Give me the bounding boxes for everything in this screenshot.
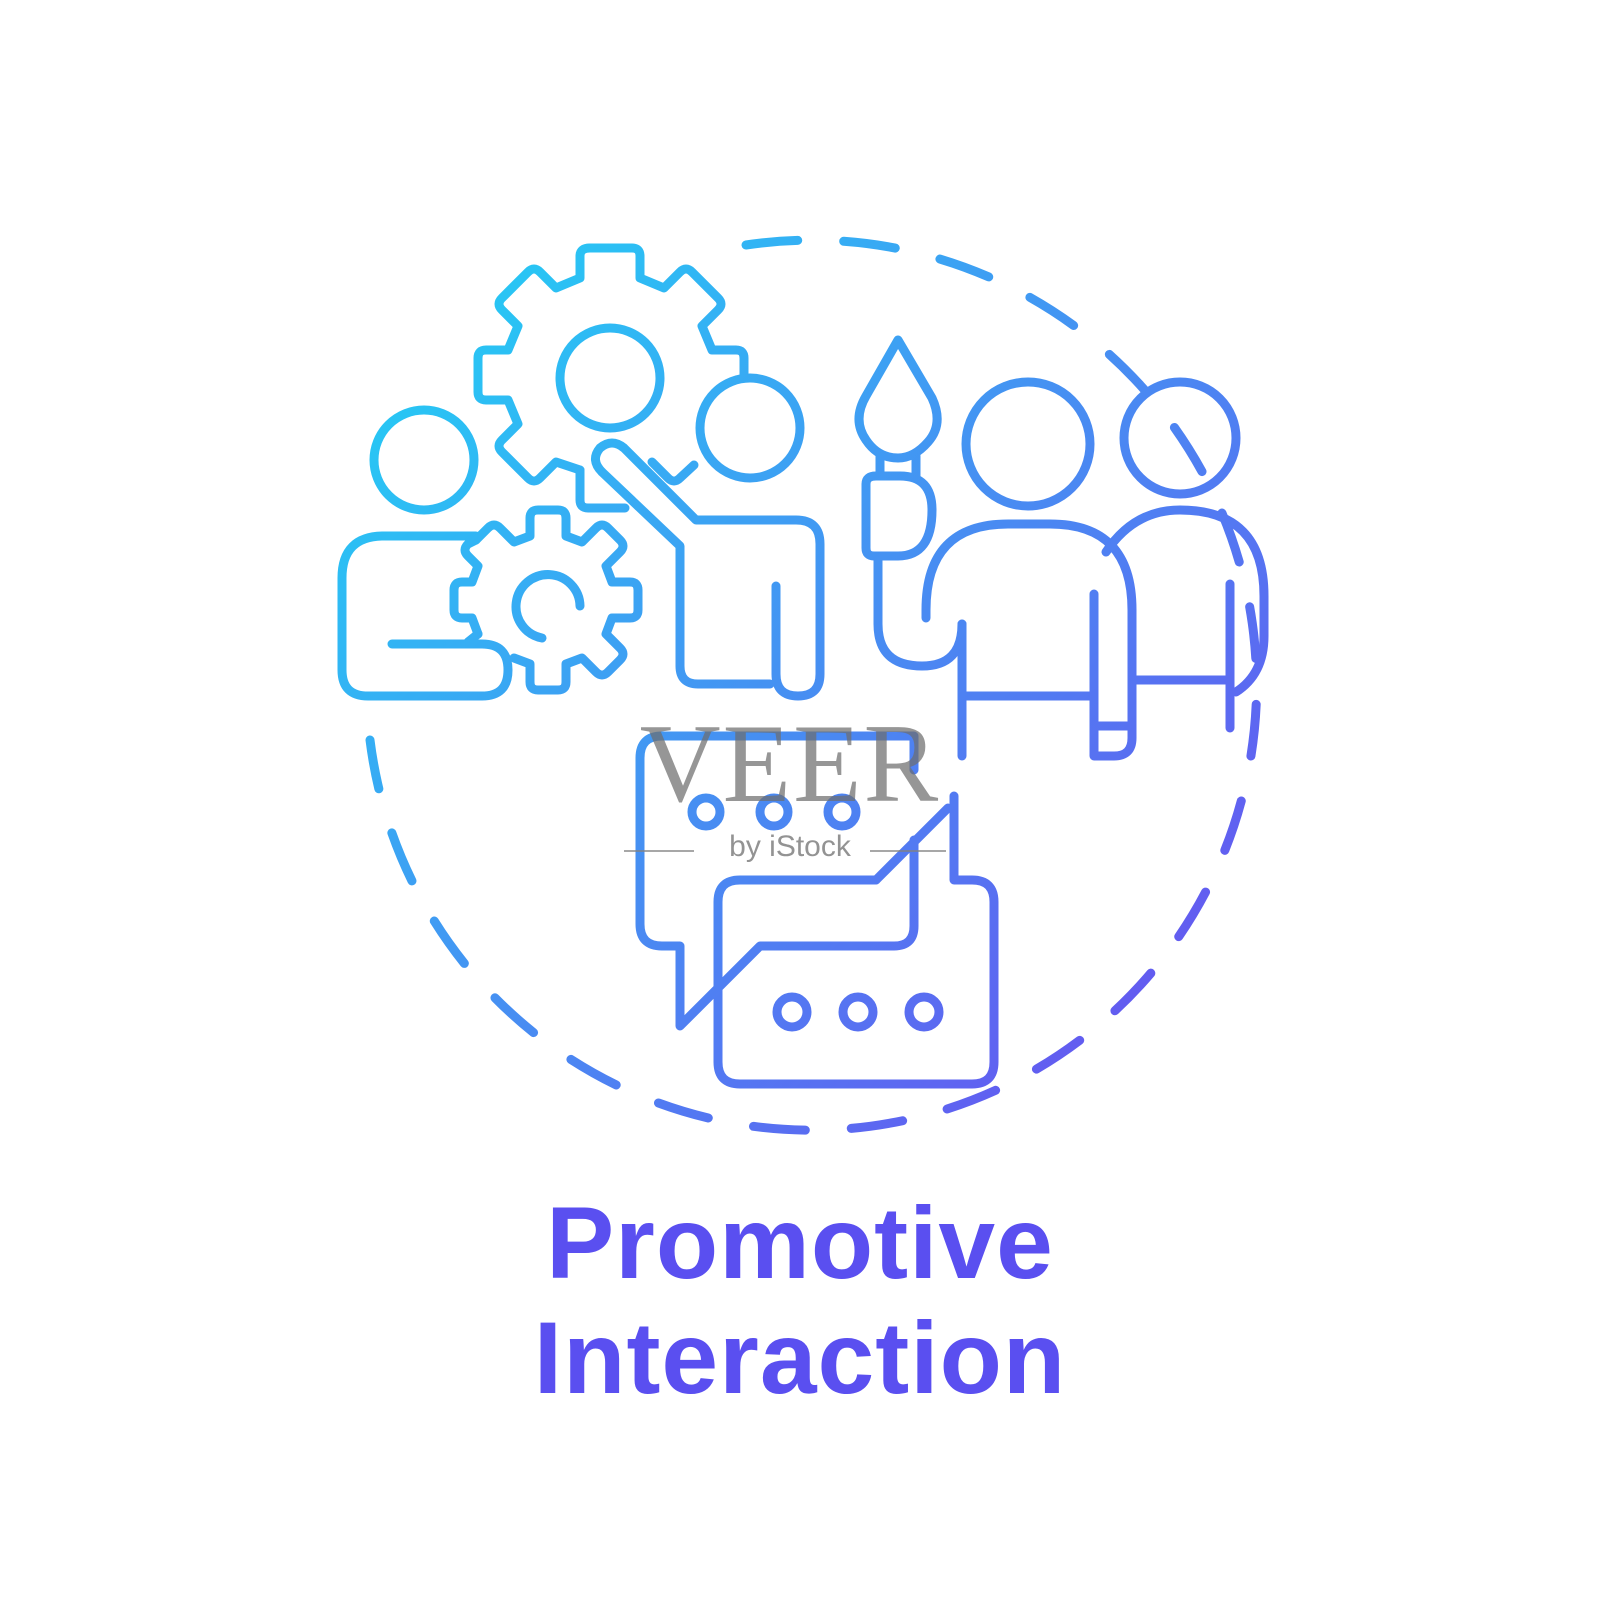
small-gear-icon: [449, 505, 643, 695]
center-right-person-icon: [921, 377, 1137, 761]
large-gear-icon: [473, 243, 749, 513]
dashed-ring: [365, 235, 1262, 1135]
chat-bubble-front-icon: [713, 791, 999, 1089]
paintbrush-icon: [854, 335, 967, 671]
far-right-person-icon: [1101, 377, 1269, 733]
watermark-rule-left: [624, 850, 694, 852]
caption-line-2: Interaction: [533, 1301, 1067, 1415]
watermark-sub: by iStock: [729, 830, 851, 863]
watermark-brand: VEER: [639, 702, 941, 826]
chat-bubble-back-icon: [635, 731, 919, 1031]
pointing-person-icon: [591, 373, 825, 701]
watermark-rule-right: [870, 850, 946, 852]
caption-line-1: Promotive: [546, 1186, 1054, 1300]
left-person-icon: [337, 405, 513, 701]
